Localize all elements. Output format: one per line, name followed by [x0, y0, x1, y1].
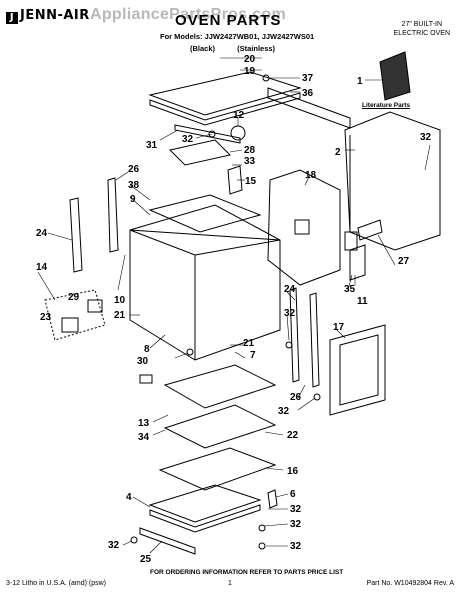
- callout-13: 13: [138, 418, 150, 429]
- callout-9: 9: [130, 194, 136, 205]
- variant-black: (Black): [190, 44, 216, 53]
- hinge-part: [139, 374, 153, 384]
- watermark: AppliancePartsPros.com: [90, 6, 286, 23]
- callout-4: 4: [126, 492, 132, 503]
- callout-31: 31: [146, 140, 158, 151]
- callout-12: 12: [233, 110, 245, 121]
- screw-32f: [130, 536, 138, 544]
- cavity-top-liner: [148, 194, 262, 233]
- corner-bracket: [357, 219, 383, 241]
- kick-plate: [139, 527, 196, 555]
- callout-7: 7: [250, 350, 256, 361]
- callout-32: 32: [108, 540, 120, 551]
- rack-lower: [158, 447, 277, 491]
- side-trim-left-inner: [107, 177, 119, 253]
- callout-32: 32: [182, 134, 194, 145]
- callout-34: 34: [138, 432, 150, 443]
- rear-panel-window: [294, 219, 310, 235]
- callout-29: 29: [68, 292, 80, 303]
- oven-door: [329, 324, 386, 416]
- callout-26: 26: [128, 164, 140, 175]
- callout-20: 20: [244, 54, 256, 65]
- callout-28: 28: [244, 145, 256, 156]
- callout-24: 24: [36, 228, 48, 239]
- oven-door-window: [339, 334, 379, 406]
- callout-11: 11: [357, 296, 368, 307]
- callout-32: 32: [420, 132, 432, 143]
- screw-32c: [208, 130, 216, 138]
- oven-cavity: [129, 204, 281, 361]
- control-module-b: [87, 299, 103, 313]
- callout-15: 15: [245, 176, 257, 187]
- screw-37: [262, 74, 270, 82]
- footer-litho: 3-12 Litho in U.S.A. (amd) (psw): [6, 580, 106, 587]
- bottom-panel: [148, 484, 262, 523]
- side-trim-left: [69, 197, 83, 273]
- side-trim-right-outer: [309, 292, 320, 388]
- callout-37: 37: [302, 73, 314, 84]
- control-module: [61, 317, 79, 333]
- models-line: For Models: JJW2427WB01, JJW2427WS01: [160, 32, 315, 41]
- callout-35: 35: [344, 284, 356, 295]
- callout-16: 16: [287, 466, 299, 477]
- side-trim-right: [289, 287, 300, 383]
- callout-6: 6: [290, 489, 296, 500]
- literature-manual: [379, 51, 411, 101]
- rear-panel: [267, 169, 341, 286]
- callout-32: 32: [290, 504, 302, 515]
- rack-upper: [163, 364, 277, 409]
- callout-18: 18: [305, 170, 317, 181]
- callout-19: 19: [244, 66, 256, 77]
- page-title: OVEN PARTS: [175, 12, 282, 29]
- callout-30: 30: [137, 356, 149, 367]
- thermostat: [344, 231, 358, 251]
- convection-assembly: [169, 139, 231, 166]
- callout-38: 38: [128, 180, 140, 191]
- front-bracket: [174, 124, 241, 144]
- callout-23: 23: [40, 312, 52, 323]
- callout-1: 1: [357, 76, 363, 87]
- callout-32: 32: [290, 541, 302, 552]
- callout-24: 24: [284, 284, 296, 295]
- top-panel-edge: [149, 92, 301, 126]
- callout-32: 32: [284, 308, 296, 319]
- footer-part-number: Part No. W10492804 Rev. A: [366, 580, 454, 587]
- oven-type-line1: 27" BUILT-IN: [401, 21, 443, 28]
- oven-type: 27" BUILT-IN ELECTRIC OVEN: [394, 20, 450, 38]
- callout-32: 32: [290, 519, 302, 530]
- screw-32e: [258, 542, 266, 550]
- callout-33: 33: [244, 156, 256, 167]
- screw-32d: [258, 524, 266, 532]
- bracket-6: [267, 489, 278, 509]
- variant-stainless: (Stainless): [237, 44, 276, 53]
- control-box-outline: [44, 289, 106, 341]
- screw-32b: [285, 341, 293, 349]
- screw-30: [186, 348, 194, 356]
- literature-parts-label: Literature Parts: [362, 102, 411, 109]
- oven-type-line2: ELECTRIC OVEN: [393, 30, 450, 37]
- screw-32a: [313, 393, 321, 401]
- callout-14: 14: [36, 262, 48, 273]
- callout-26: 26: [290, 392, 302, 403]
- callout-10: 10: [114, 295, 126, 306]
- callout-36: 36: [302, 88, 314, 99]
- callout-22: 22: [287, 430, 299, 441]
- sensor-bracket: [349, 244, 366, 281]
- part-15: [227, 165, 243, 195]
- callout-2: 2: [335, 147, 341, 158]
- callout-27: 27: [398, 256, 410, 267]
- variant-labels: (Black) (Stainless): [190, 44, 295, 53]
- callout-25: 25: [140, 554, 152, 565]
- footer-page-number: 1: [228, 580, 232, 587]
- callout-17: 17: [333, 322, 345, 333]
- callout-21: 21: [114, 310, 126, 321]
- callout-32: 32: [278, 406, 290, 417]
- ordering-info: FOR ORDERING INFORMATION REFER TO PARTS …: [150, 569, 344, 576]
- top-panel: [148, 71, 302, 116]
- rack-middle: [163, 404, 277, 449]
- callout-8: 8: [144, 344, 150, 355]
- callout-21: 21: [243, 338, 255, 349]
